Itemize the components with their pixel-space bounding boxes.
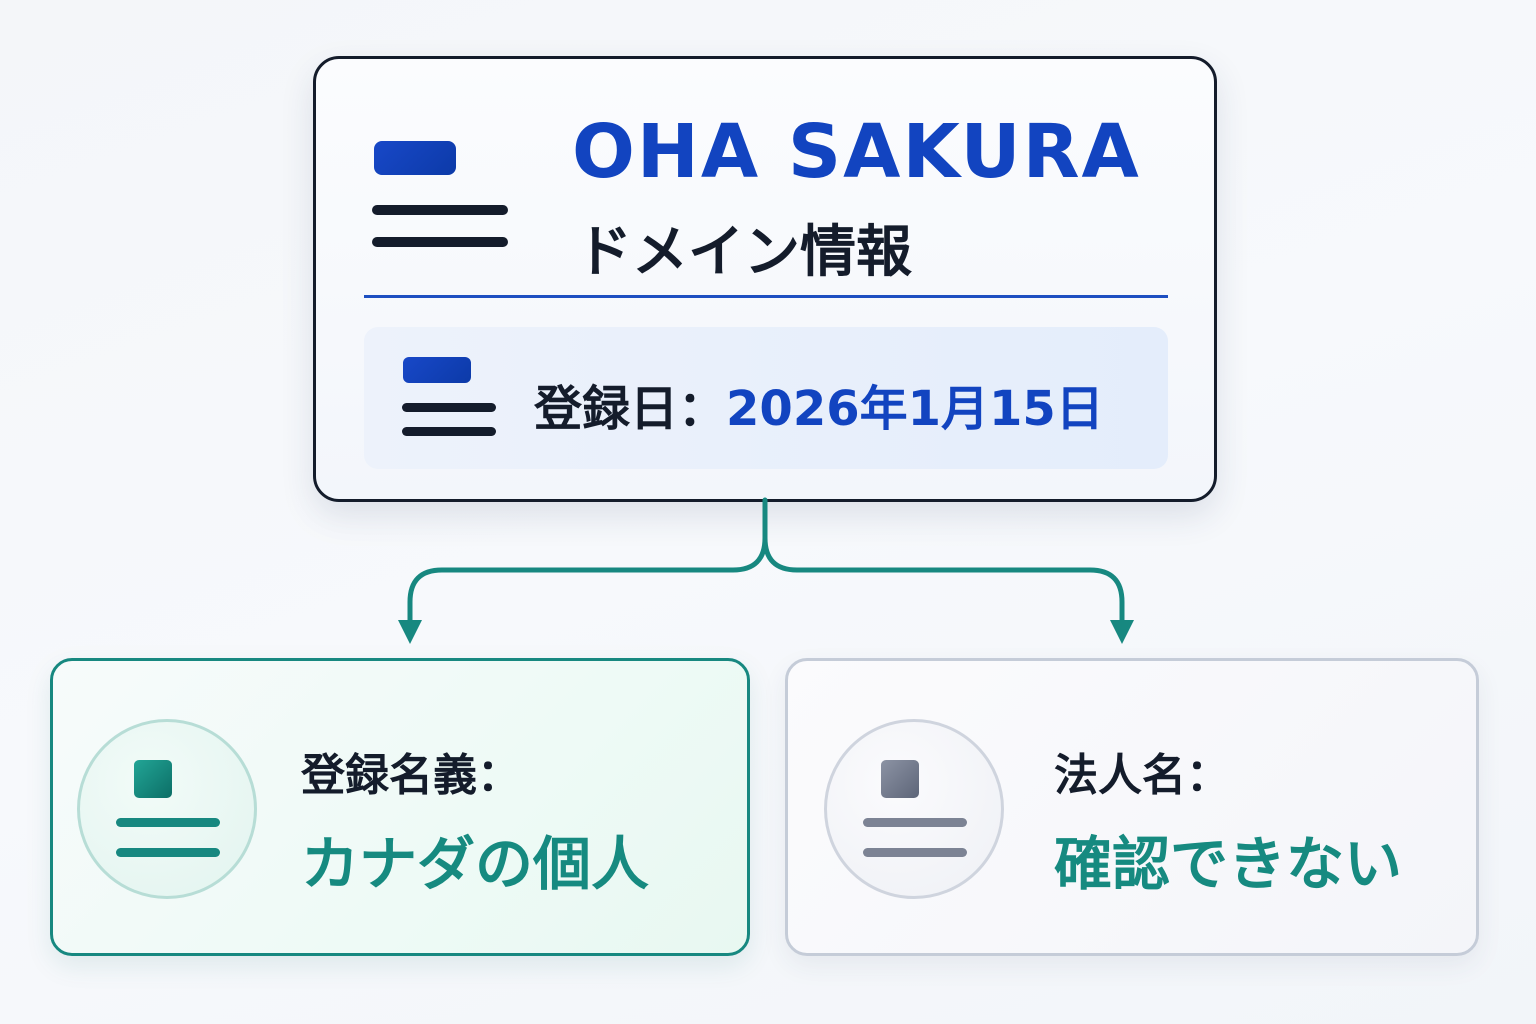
document-lines-icon xyxy=(402,357,498,437)
registration-date-box: 登録日：2026年1月15日 xyxy=(364,327,1168,469)
arrow-down-icon xyxy=(1110,620,1134,644)
arrow-down-icon xyxy=(398,620,422,644)
registrant-avatar xyxy=(77,719,257,899)
person-profile-icon xyxy=(116,760,224,860)
corporate-card: 法人名： 確認できない xyxy=(785,658,1479,956)
registrant-value: カナダの個人 xyxy=(301,830,650,898)
corporate-label: 法人名： xyxy=(1054,750,1230,801)
connector-trunk xyxy=(407,497,768,627)
connector-branch-right xyxy=(762,535,1125,627)
registration-date-label: 登録日： xyxy=(534,381,727,437)
domain-info-subtitle: ドメイン情報 xyxy=(576,220,912,285)
domain-info-card: OHA SAKURA ドメイン情報 登録日：2026年1月15日 xyxy=(313,56,1217,502)
document-lines-icon xyxy=(372,141,512,251)
registration-date-value: 2026年1月15日 xyxy=(726,381,1104,437)
registration-date-line: 登録日：2026年1月15日 xyxy=(534,369,1104,439)
divider xyxy=(364,295,1168,298)
registrant-card: 登録名義： カナダの個人 xyxy=(50,658,750,956)
registrant-label: 登録名義： xyxy=(301,750,521,801)
domain-name-title: OHA SAKURA xyxy=(572,109,1141,195)
corporate-avatar xyxy=(824,719,1004,899)
person-profile-icon xyxy=(863,760,971,860)
corporate-value: 確認できない xyxy=(1054,830,1403,898)
